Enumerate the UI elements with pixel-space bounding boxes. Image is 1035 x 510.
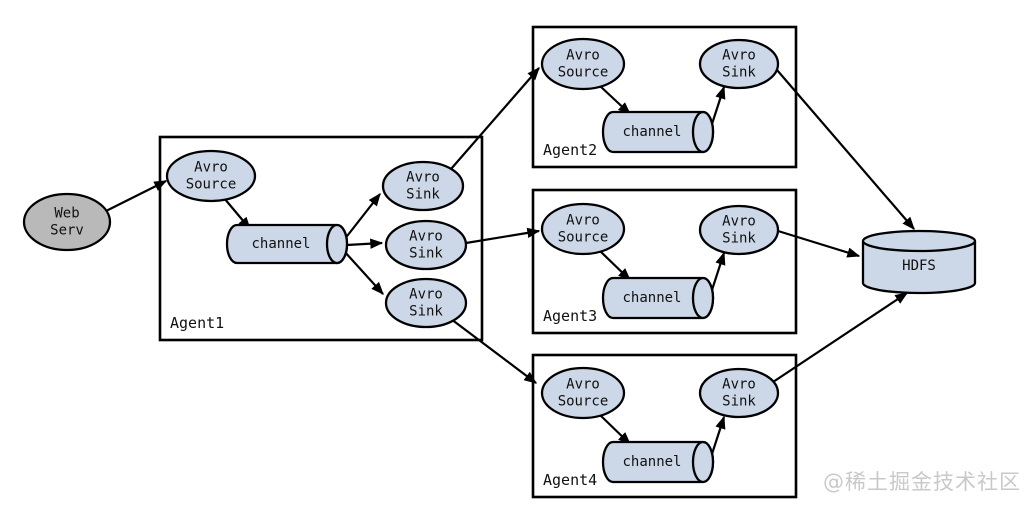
agent4-box — [531, 353, 798, 499]
agent4-source-shape — [540, 366, 626, 420]
edge-agent4-sink-to-hdfs — [772, 292, 909, 383]
agent2-channel-cap — [691, 110, 715, 154]
agent3-channel-label: channel — [622, 290, 681, 306]
agent2-label: Agent2 — [543, 141, 597, 159]
agent3-channel-cap — [691, 276, 715, 320]
agent3-box — [531, 188, 798, 335]
agent2-box — [531, 25, 798, 169]
edge-agent4-source-to-channel — [599, 414, 631, 445]
agent1-label: Agent1 — [170, 314, 224, 332]
agent1-sink2-shape — [384, 219, 468, 271]
agent1-channel-node: channel — [225, 223, 349, 265]
edge-agent1-sink1-to-agent2 — [450, 67, 540, 170]
agent4-border — [531, 353, 798, 499]
edge-agent2-channel-to-sink — [709, 85, 726, 128]
agent1-sink3-shape — [384, 277, 468, 329]
hdfs-body — [861, 241, 977, 295]
agent1-sink1-shape — [381, 160, 465, 212]
edge-agent3-source-to-channel — [599, 250, 631, 281]
agent2-border — [531, 25, 798, 169]
agent4-channel-label: channel — [622, 454, 681, 470]
agent2-channel-label: channel — [622, 124, 681, 140]
agent1-source-shape — [165, 149, 257, 203]
agent3-channel-node: channel — [601, 276, 715, 320]
agent2-channel-node: channel — [601, 110, 715, 154]
agent3-label: Agent3 — [543, 307, 597, 325]
edge-agent1-source-to-channel — [223, 197, 251, 230]
agent3-border — [531, 188, 798, 335]
edge-agent2-source-to-channel — [599, 85, 631, 115]
edge-agent2-sink-to-hdfs — [776, 69, 915, 230]
web-serv-shape — [22, 192, 112, 252]
agent1-box — [158, 135, 484, 342]
agent2-source-shape — [540, 37, 626, 91]
edge-webserv-to-agent1-source — [105, 180, 168, 212]
agent1-channel-label: channel — [251, 236, 310, 252]
hdfs-node: HDFS — [861, 229, 977, 295]
agent2-sink-shape — [698, 38, 780, 90]
hdfs-label: HDFS — [902, 258, 936, 274]
agent4-sink-shape — [698, 367, 780, 419]
hdfs-cap — [861, 229, 977, 253]
edge-agent4-channel-to-sink — [709, 415, 726, 458]
edge-agent1-sink3-to-agent4 — [450, 318, 538, 384]
edge-agent1-channel-to-sink2 — [346, 238, 384, 249]
agent4-channel-node: channel — [601, 440, 715, 484]
agent1-channel-cap — [325, 223, 349, 265]
agent3-sink-shape — [698, 204, 780, 256]
edge-agent3-channel-to-sink — [709, 251, 726, 294]
agent1-border — [158, 135, 484, 342]
edge-agent3-sink-to-hdfs — [777, 229, 861, 258]
edge-agent1-channel-to-sink1 — [343, 192, 381, 241]
agent4-channel-cap — [691, 440, 715, 484]
watermark: @稀土掘金技术社区 — [823, 470, 1021, 494]
agent4-label: Agent4 — [543, 471, 597, 489]
edge-agent1-channel-to-sink3 — [343, 250, 384, 295]
agent3-source-shape — [540, 202, 626, 256]
edge-agent1-sink2-to-agent3 — [465, 227, 541, 245]
